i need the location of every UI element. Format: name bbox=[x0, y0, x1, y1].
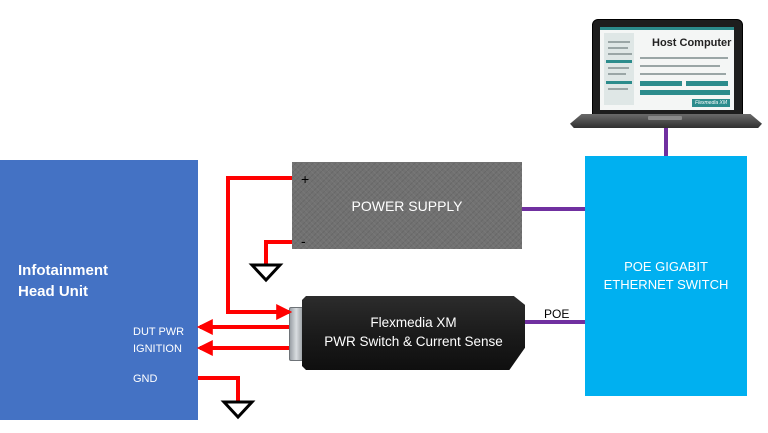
host-computer-title: Host Computer bbox=[652, 37, 732, 49]
infotainment-head-unit: Infotainment Head Unit DUT PWR IGNITION … bbox=[0, 160, 198, 420]
poe-link-label: POE bbox=[544, 307, 570, 321]
app-sidebar bbox=[604, 33, 634, 105]
app-button bbox=[640, 81, 682, 86]
power-supply-box: POWER SUPPLY bbox=[292, 162, 522, 249]
app-sidebar-line bbox=[608, 47, 628, 49]
app-sidebar-header bbox=[606, 60, 632, 63]
app-sidebar-line bbox=[608, 73, 626, 75]
app-sidebar-line bbox=[608, 67, 629, 69]
poe-ethernet-switch: POE GIGABIT ETHERNET SWITCH bbox=[585, 156, 747, 396]
app-button bbox=[686, 81, 728, 86]
port-label-gnd: GND bbox=[133, 373, 158, 385]
psu-minus-ground-wire bbox=[264, 240, 292, 265]
switch-line2: ETHERNET SWITCH bbox=[603, 277, 729, 292]
app-button-row bbox=[640, 90, 730, 95]
ground-symbol-icon bbox=[220, 400, 256, 420]
laptop-brand-label: Flexmedia XM bbox=[692, 99, 730, 107]
host-computer-laptop: Host Computer Flexmedia XM bbox=[592, 19, 743, 116]
flexmedia-device: Flexmedia XM PWR Switch & Current Sense bbox=[302, 296, 525, 370]
psu-plus-to-flexmedia-wire bbox=[226, 176, 293, 320]
power-supply-plus-terminal: + bbox=[301, 171, 310, 187]
app-content-line bbox=[640, 73, 726, 75]
port-label-ignition: IGNITION bbox=[133, 343, 182, 355]
app-sidebar-line bbox=[608, 88, 628, 90]
app-sidebar-line bbox=[608, 41, 630, 43]
app-titlebar bbox=[600, 27, 734, 30]
app-sidebar-line bbox=[608, 53, 632, 55]
power-supply-label: POWER SUPPLY bbox=[351, 197, 463, 214]
laptop-base bbox=[570, 114, 762, 128]
head-unit-title-line1: Infotainment bbox=[18, 262, 108, 279]
switch-line1: POE GIGABIT bbox=[624, 259, 708, 274]
power-supply-minus-terminal: - bbox=[301, 233, 306, 249]
app-content-line bbox=[640, 65, 720, 67]
app-sidebar-header bbox=[606, 81, 632, 84]
head-unit-title-line2: Head Unit bbox=[18, 283, 89, 300]
ground-symbol-icon bbox=[248, 263, 284, 283]
port-label-dut-pwr: DUT PWR bbox=[133, 326, 185, 338]
laptop-display: Host Computer Flexmedia XM bbox=[600, 27, 734, 110]
flexmedia-line1: Flexmedia XM bbox=[370, 315, 457, 330]
gnd-wire bbox=[198, 376, 240, 402]
flexmedia-line2: PWR Switch & Current Sense bbox=[324, 334, 503, 349]
app-content-line bbox=[640, 57, 728, 59]
head-unit-title: Infotainment Head Unit bbox=[18, 260, 108, 302]
laptop-hinge-notch bbox=[648, 116, 682, 120]
